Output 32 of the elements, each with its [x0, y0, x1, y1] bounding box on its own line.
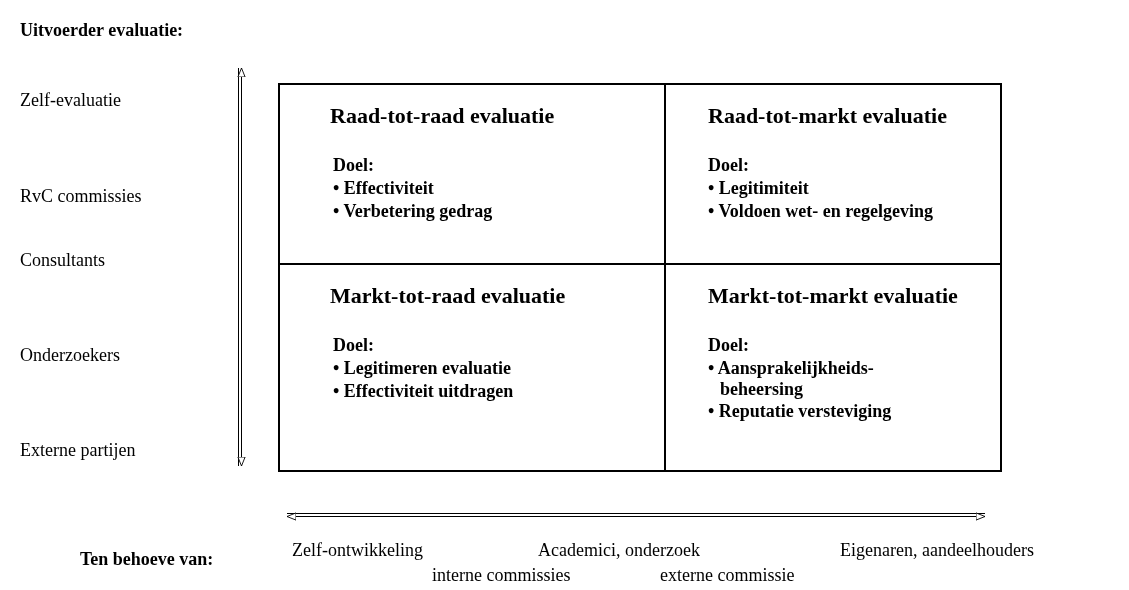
goal-item: • Effectiviteit: [333, 178, 435, 199]
axis-label: Consultants: [20, 250, 105, 271]
quadrant-title: Markt-tot-markt evaluatie: [708, 283, 958, 309]
goal-label: Doel:: [333, 335, 374, 356]
quadrant-box: [278, 263, 666, 472]
quadrant-box: [664, 263, 1002, 472]
goal-item: • Aansprakelijkheids-beheersing: [708, 358, 875, 400]
quadrant-box: [664, 83, 1002, 265]
axis-label: externe commissie: [660, 565, 795, 586]
axis-label: Zelf-ontwikkeling: [292, 540, 423, 561]
quadrant-title: Markt-tot-raad evaluatie: [330, 283, 566, 309]
axis-label: Onderzoekers: [20, 345, 120, 366]
axis-label: Eigenaren, aandeelhouders: [840, 540, 1034, 561]
axis-label: Zelf-evaluatie: [20, 90, 121, 111]
axis-label: RvC commissies: [20, 186, 142, 207]
axis-label: Externe partijen: [20, 440, 136, 461]
goal-item: • Voldoen wet- en regelgeving: [708, 201, 934, 222]
goal-item: • Reputatie versteviging: [708, 401, 893, 422]
goal-label: Doel:: [708, 335, 749, 356]
goal-label: Doel:: [333, 155, 374, 176]
goal-label: Doel:: [708, 155, 749, 176]
axis-label: Academici, onderzoek: [538, 540, 700, 561]
axis-title: Uitvoerder evaluatie:: [20, 20, 184, 41]
goal-item: • Effectiviteit uitdragen: [333, 381, 515, 402]
goal-item: • Legitimeren evaluatie: [333, 358, 512, 379]
goal-item: • Verbetering gedrag: [333, 201, 494, 222]
goal-item: • Legitimiteit: [708, 178, 810, 199]
quadrant-title: Raad-tot-markt evaluatie: [708, 103, 947, 129]
axis-label: interne commissies: [432, 565, 571, 586]
axis-title: Ten behoeve van:: [80, 549, 214, 570]
quadrant-box: [278, 83, 666, 265]
quadrant-title: Raad-tot-raad evaluatie: [330, 103, 555, 129]
